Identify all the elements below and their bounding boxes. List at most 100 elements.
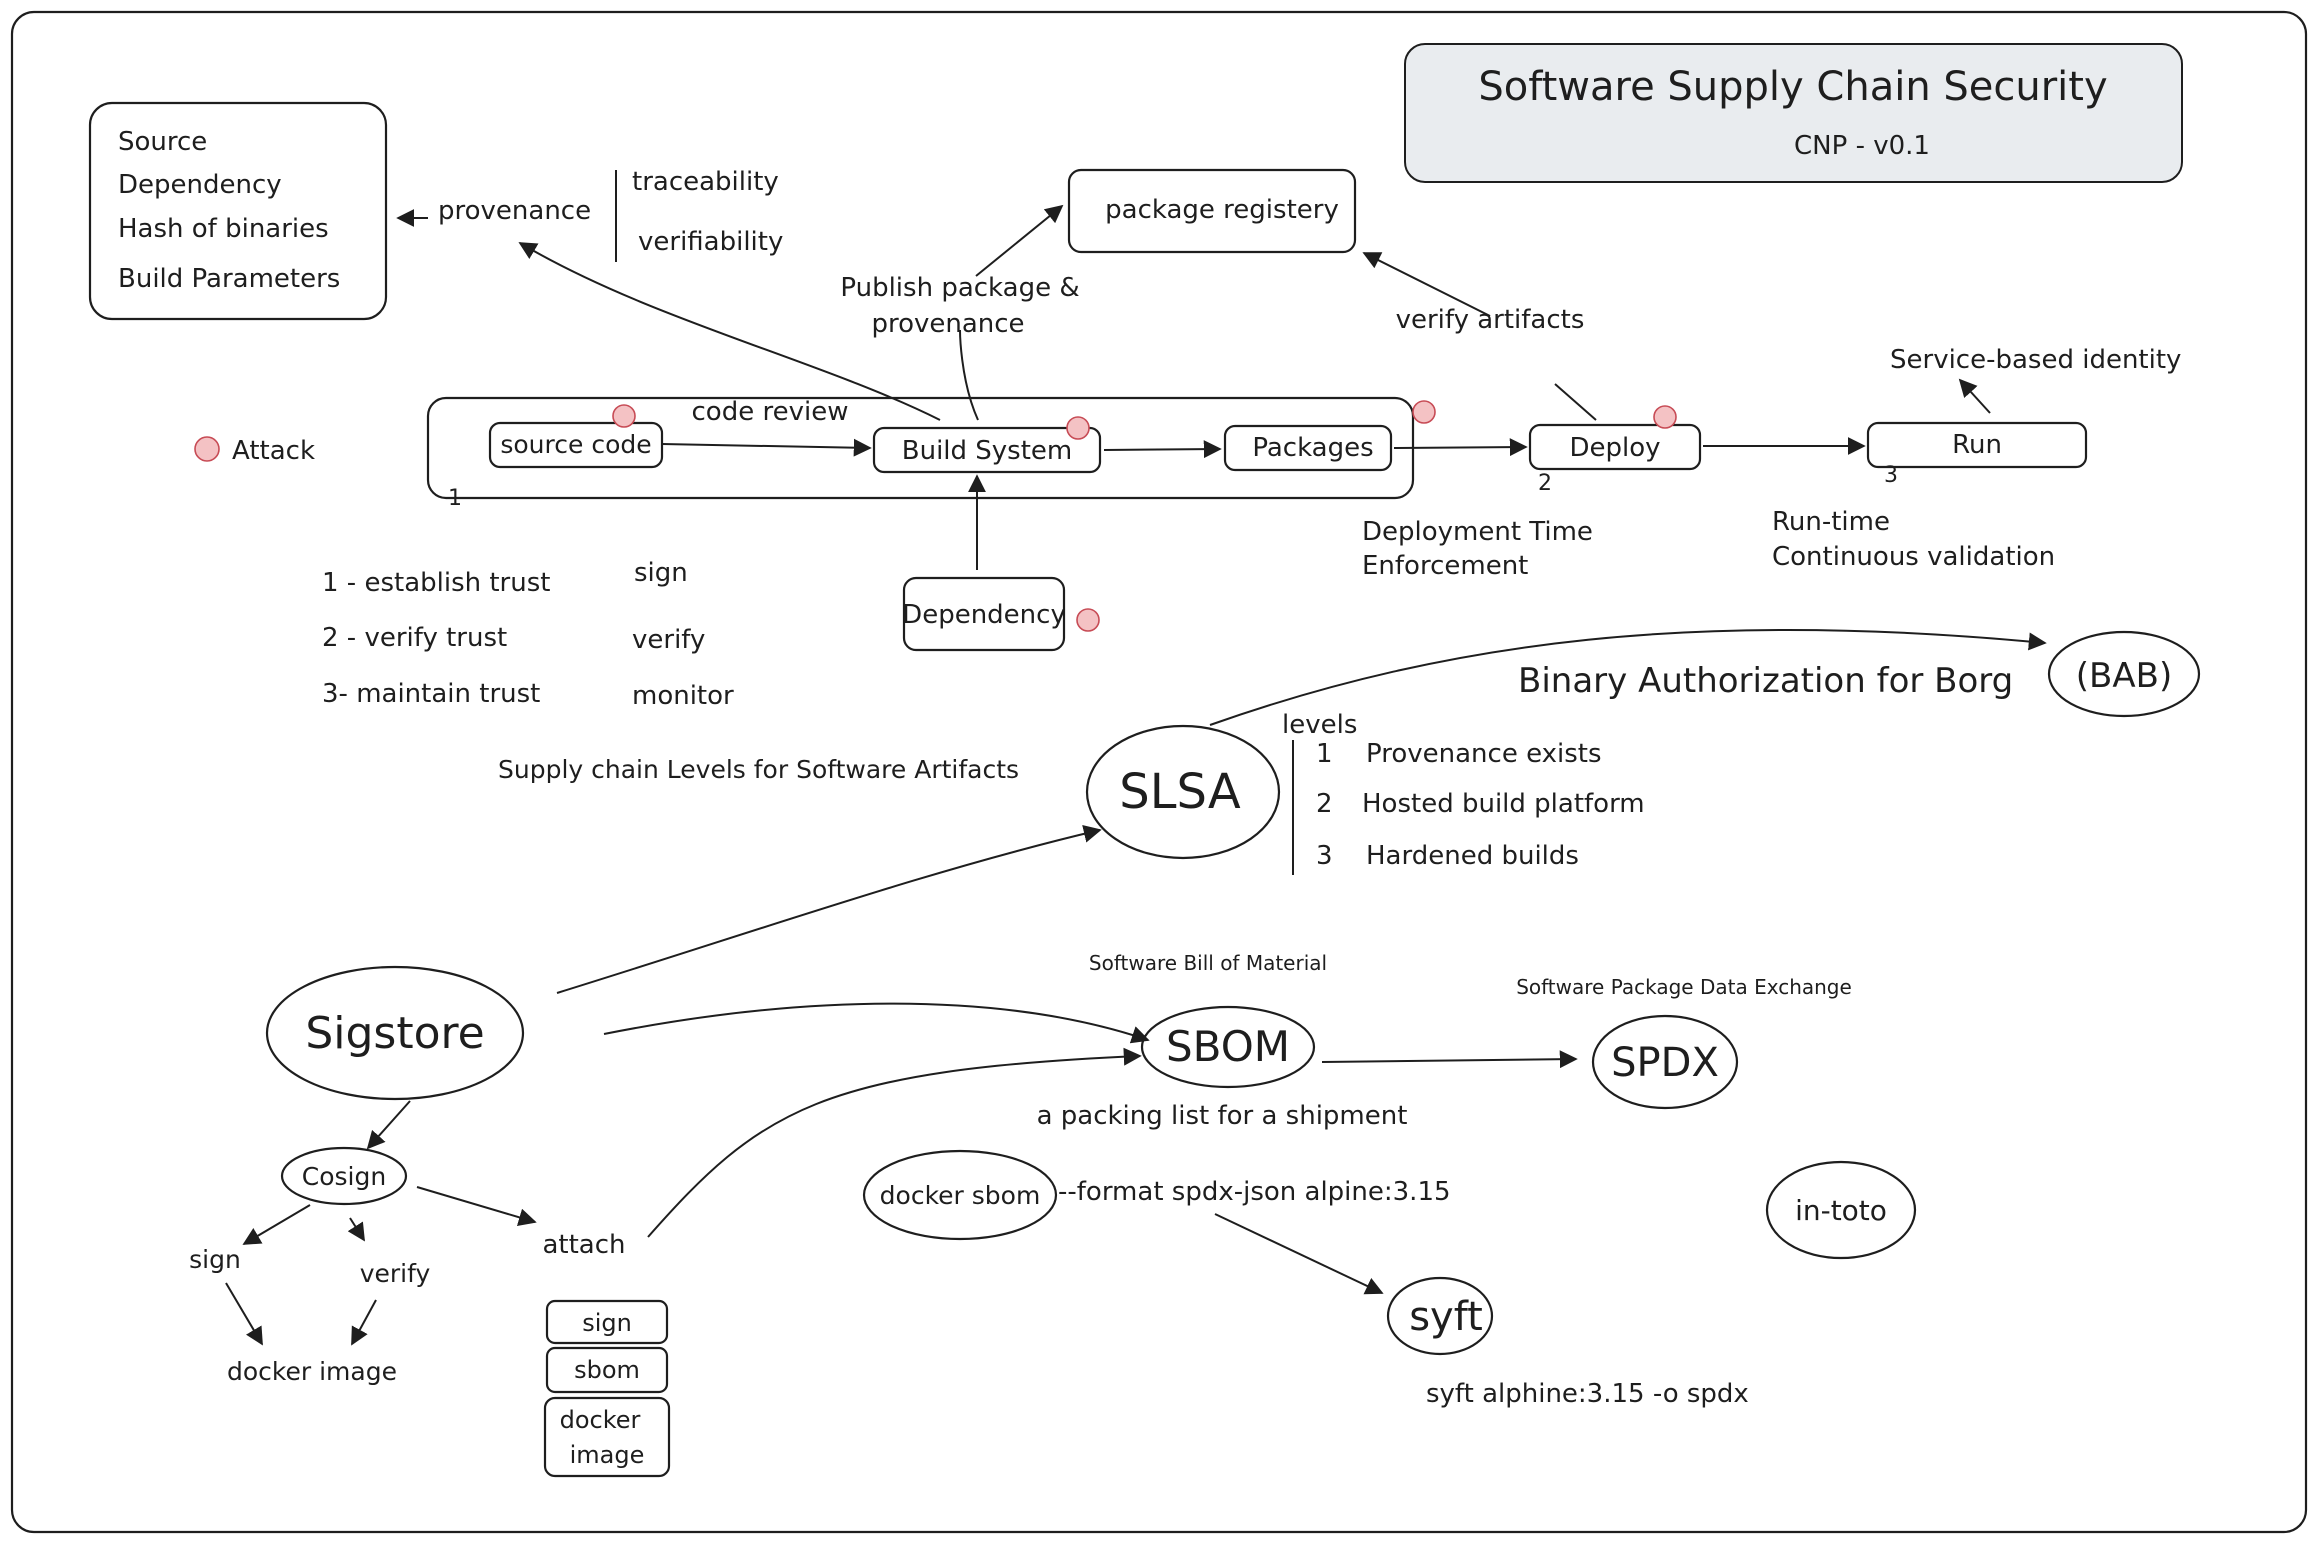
trust-action: verify bbox=[632, 625, 705, 655]
trust-step: 2 - verify trust bbox=[322, 623, 507, 653]
slsa-level-text: Hardened builds bbox=[1366, 841, 1579, 871]
deploy-caption-line1: Deployment Time bbox=[1362, 517, 1593, 547]
arrow-sigstore-to-sbom bbox=[603, 1002, 1150, 1044]
source-code-label: source code bbox=[500, 430, 651, 459]
version-text: CNP - v0.1 bbox=[1794, 131, 1930, 161]
build-system-label: Build System bbox=[902, 436, 1073, 466]
slsa-level-text: Provenance exists bbox=[1366, 739, 1602, 769]
dependency-label: Dependency bbox=[902, 600, 1066, 630]
provenance-item: Build Parameters bbox=[118, 264, 340, 294]
source-code-node: source code bbox=[488, 421, 664, 469]
slsa-levels-label: levels bbox=[1282, 710, 1357, 740]
cosign-sign-label: sign bbox=[189, 1245, 241, 1274]
trust-step: 3- maintain trust bbox=[322, 679, 540, 709]
sigstore-title: Sigstore bbox=[305, 1008, 484, 1059]
syft-command: syft alphine:3.15 -o spdx bbox=[1426, 1379, 1749, 1409]
sbom-title: SBOM bbox=[1166, 1022, 1290, 1071]
trust-step: 1 - establish trust bbox=[322, 568, 550, 598]
docker-sbom-args: --format spdx-json alpine:3.15 bbox=[1058, 1177, 1451, 1207]
attack-dot bbox=[1653, 405, 1677, 429]
attach-label: attach bbox=[542, 1230, 625, 1260]
packages-label: Packages bbox=[1252, 433, 1373, 463]
title-text: Software Supply Chain Security bbox=[1478, 64, 2107, 110]
attack-dot bbox=[1076, 608, 1100, 632]
slsa-ellipse bbox=[1085, 724, 1281, 860]
trust-action: sign bbox=[634, 558, 688, 588]
arrow-verify-to-image bbox=[351, 1299, 377, 1346]
run-caption-line1: Run-time bbox=[1772, 507, 1890, 537]
stack-sign-box bbox=[545, 1299, 669, 1345]
deploy-label: Deploy bbox=[1569, 433, 1660, 463]
arrow-cosign-to-attach bbox=[416, 1186, 537, 1227]
slsa-level-number: 2 bbox=[1316, 789, 1333, 819]
stack-sbom-label: sbom bbox=[574, 1356, 640, 1384]
provenance-item: Source bbox=[118, 127, 207, 157]
package-registry-node: package registery bbox=[1067, 168, 1357, 254]
dependency-node: Dependency bbox=[902, 576, 1066, 652]
attack-legend-dot bbox=[194, 436, 220, 462]
publish-label-line1: Publish package & bbox=[840, 273, 1079, 303]
arrow-sigstore-to-cosign bbox=[366, 1100, 411, 1150]
spdx-ellipse bbox=[1591, 1014, 1739, 1110]
bab-ellipse bbox=[2047, 630, 2201, 718]
provenance-item: Dependency bbox=[118, 170, 282, 200]
provenance-item: Hash of binaries bbox=[118, 214, 329, 244]
package-registry-label: package registery bbox=[1105, 195, 1339, 225]
deploy-caption-line2: Enforcement bbox=[1362, 551, 1528, 581]
arrow-run-to-identity bbox=[1958, 378, 1991, 414]
run-node: Run bbox=[1866, 421, 2088, 469]
attach-stack: sign sbom docker image bbox=[543, 1299, 671, 1478]
group-number: 1 bbox=[448, 486, 462, 511]
deploy-number: 2 bbox=[1538, 471, 1552, 496]
trust-action: monitor bbox=[632, 681, 734, 711]
arrow-build-to-packages bbox=[1103, 440, 1222, 459]
stack-sbom-box bbox=[545, 1346, 669, 1394]
docker-image-label: docker image bbox=[227, 1357, 397, 1386]
sbom-description: Software Bill of Material bbox=[1089, 951, 1327, 975]
arrow-source-to-build bbox=[661, 438, 872, 457]
arrow-publish-to-registry bbox=[975, 204, 1064, 277]
provenance-items-box: Source Dependency Hash of binaries Build… bbox=[88, 101, 388, 321]
sigstore-ellipse bbox=[265, 965, 525, 1101]
publish-label-line2: provenance bbox=[871, 309, 1024, 339]
attack-legend-label: Attack bbox=[232, 436, 315, 466]
docker-sbom-label: docker sbom bbox=[880, 1181, 1041, 1210]
packages-node: Packages bbox=[1223, 424, 1393, 472]
build-system-node: Build System bbox=[872, 426, 1102, 474]
slsa-title: SLSA bbox=[1119, 764, 1241, 820]
slsa-level-text: Hosted build platform bbox=[1362, 789, 1645, 819]
bab-label: Binary Authorization for Borg bbox=[1518, 661, 2013, 701]
bab-abbr: (BAB) bbox=[2076, 656, 2172, 696]
arrow-packages-to-deploy bbox=[1393, 438, 1528, 457]
service-identity-label: Service-based identity bbox=[1890, 345, 2181, 375]
syft-title: syft bbox=[1409, 1294, 1483, 1340]
canvas-frame bbox=[10, 10, 2308, 1534]
spdx-description: Software Package Data Exchange bbox=[1516, 975, 1852, 999]
deploy-node: Deploy bbox=[1528, 423, 1702, 471]
stack-sign-label: sign bbox=[582, 1309, 632, 1337]
arrow-cosign-to-verify bbox=[347, 1217, 365, 1242]
trust-steps: 1 - establish trust sign 2 - verify trus… bbox=[322, 558, 734, 711]
arrow-sbom-to-spdx bbox=[1321, 1050, 1578, 1069]
title-card: Software Supply Chain Security CNP - v0.… bbox=[1404, 43, 2183, 183]
stack-docker-label: docker bbox=[560, 1406, 641, 1434]
arrow-verify-to-registry bbox=[1362, 252, 1491, 317]
syft-ellipse bbox=[1386, 1276, 1494, 1356]
attack-dot bbox=[1412, 400, 1436, 424]
run-number: 3 bbox=[1884, 463, 1898, 488]
line-build-to-publish bbox=[959, 329, 979, 421]
arrow-cosign-to-sign bbox=[242, 1204, 311, 1245]
cosign-label: Cosign bbox=[302, 1162, 386, 1191]
arrow-sigstore-to-slsa bbox=[556, 824, 1102, 994]
arrow-sign-to-image bbox=[225, 1282, 263, 1346]
line-deploy-to-verify bbox=[1554, 383, 1597, 421]
arrow-slsa-to-bab bbox=[1209, 628, 2047, 726]
spdx-title: SPDX bbox=[1611, 1040, 1719, 1086]
run-caption-line2: Continuous validation bbox=[1772, 542, 2055, 572]
slsa-level-number: 1 bbox=[1316, 739, 1333, 769]
attack-dot bbox=[1066, 416, 1090, 440]
slsa-description: Supply chain Levels for Software Artifac… bbox=[498, 755, 1019, 784]
run-label: Run bbox=[1952, 430, 2002, 460]
